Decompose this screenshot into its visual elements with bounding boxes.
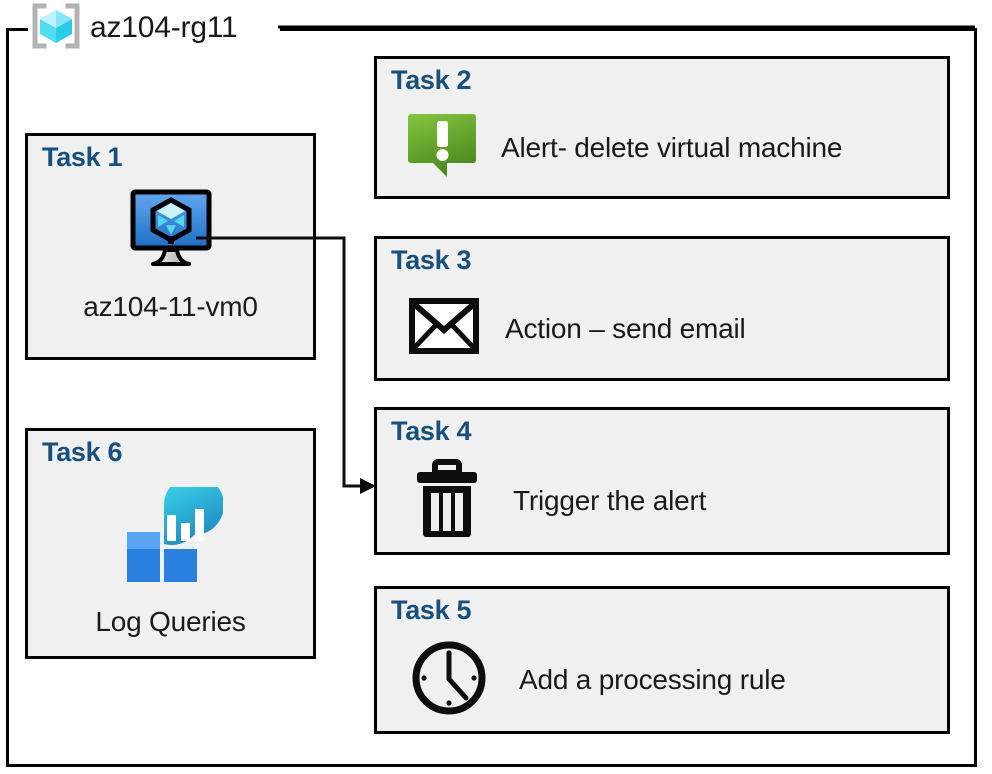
task-card-body: Trigger the alert <box>405 450 947 552</box>
resource-group-header: az104-rg11 <box>30 3 244 54</box>
task-label: Task 6 <box>42 437 123 467</box>
task-caption: az104-11-vm0 <box>83 291 258 322</box>
task-card-3[interactable]: Task 3 Action – send email <box>374 236 950 381</box>
trash-icon <box>413 458 481 545</box>
task-card-5[interactable]: Task 5 Add a processing rule <box>374 586 950 734</box>
virtual-machine-icon <box>123 186 219 277</box>
task-card-body: Log Queries <box>28 471 313 656</box>
task-label: Task 2 <box>391 65 472 95</box>
alert-bubble-icon <box>405 108 479 187</box>
resource-group-icon <box>30 3 82 54</box>
task-caption: Log Queries <box>95 606 246 637</box>
task-card-1[interactable]: Task 1 <box>25 133 316 360</box>
task-card-body: az104-11-vm0 <box>28 176 313 357</box>
clock-icon <box>409 638 489 723</box>
resource-group-container <box>6 28 977 767</box>
log-analytics-icon <box>119 475 224 592</box>
task-label: Task 4 <box>391 416 472 446</box>
task-text: Alert- delete virtual machine <box>501 131 843 163</box>
task-text: Trigger the alert <box>513 485 707 516</box>
task-card-4[interactable]: Task 4 Trigger the alert <box>374 407 950 555</box>
task-text: Action – send email <box>505 312 746 344</box>
task-card-body: Alert- delete virtual machine <box>405 99 947 196</box>
task-card-body: Action – send email <box>405 279 947 378</box>
resource-group-title: az104-rg11 <box>90 11 238 44</box>
envelope-icon <box>409 298 479 359</box>
task-text: Add a processing rule <box>519 664 786 695</box>
task-card-2[interactable]: Task 2 Alert- delete virtual machine <box>374 56 950 199</box>
task-card-body: Add a processing rule <box>405 629 947 731</box>
task-label: Task 3 <box>391 245 472 275</box>
task-card-6[interactable]: Task 6 Log Qu <box>25 428 316 659</box>
task-label: Task 1 <box>42 142 123 172</box>
task-label: Task 5 <box>391 595 472 625</box>
